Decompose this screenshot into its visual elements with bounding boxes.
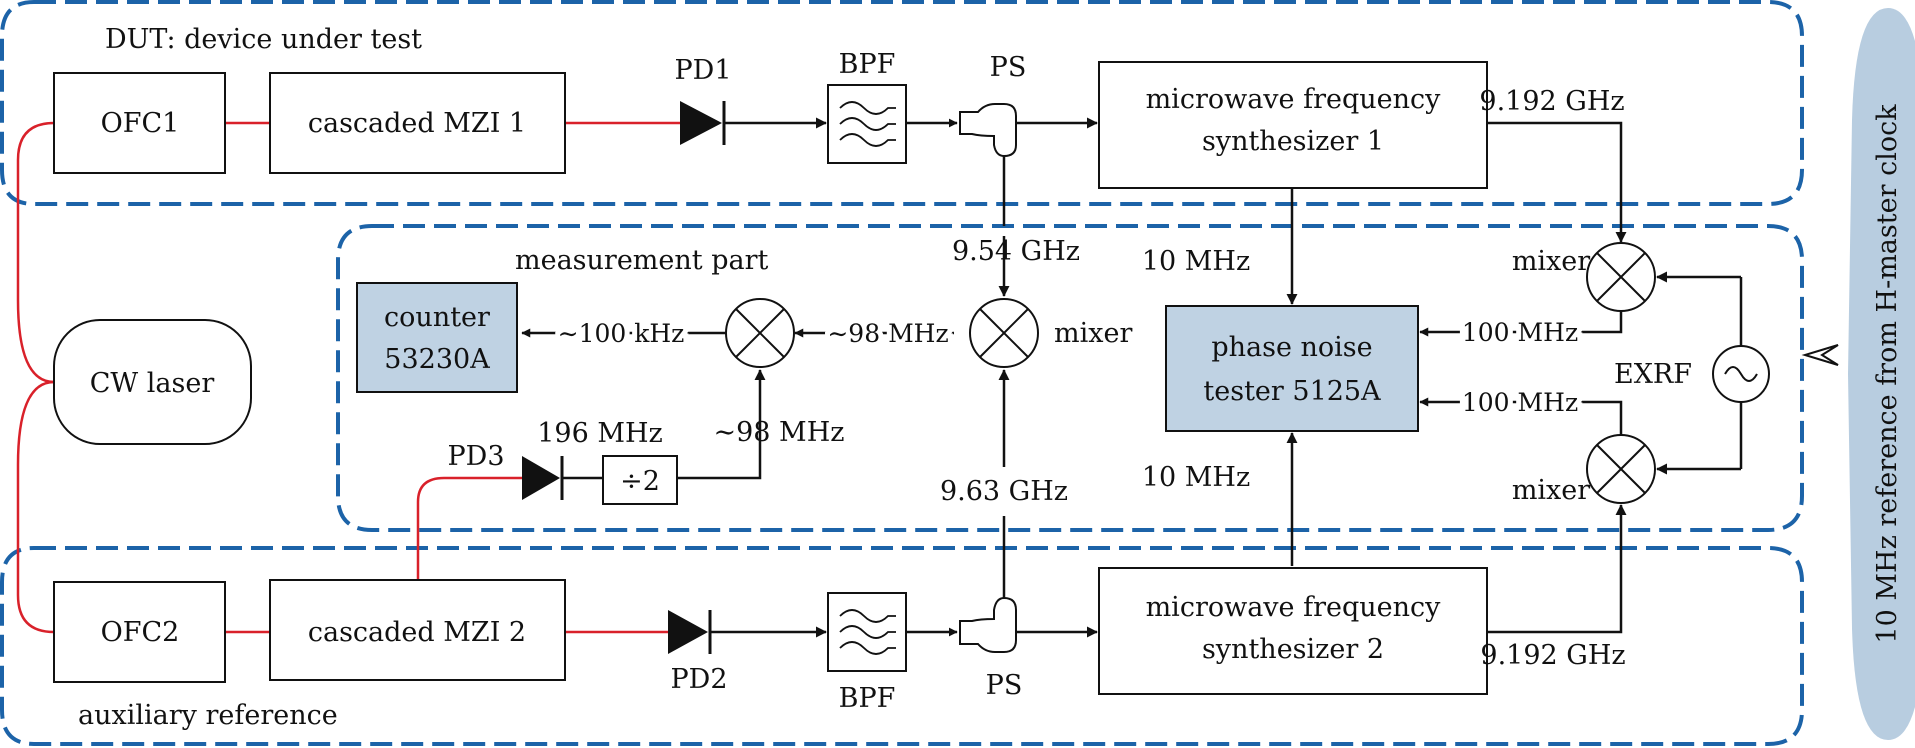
wire-divider-to-mid-mixer [677, 369, 766, 480]
bpf-bottom-label: BPF [839, 683, 896, 714]
ps-top-label: PS [990, 52, 1027, 83]
synth1-line2: synthesizer 1 [1202, 126, 1384, 157]
measurement-group-label: measurement part [515, 245, 768, 276]
cw-laser-block [53, 319, 252, 445]
ref-10mhz-top: 10 MHz [1142, 246, 1250, 277]
divider-label: ÷2 [620, 466, 660, 497]
counter-line2: 53230A [384, 344, 490, 375]
exrf-label: EXRF [1614, 359, 1692, 390]
fiber-laser-ofc2 [16, 380, 55, 634]
freq-100mhz-top-bg: 100 MHz [1462, 318, 1578, 347]
ofc1-block [53, 72, 226, 174]
right-bottom-mixer-label: mixer [1512, 475, 1590, 506]
synth1-block [1098, 61, 1488, 189]
synth1-line1: microwave frequency [1146, 84, 1442, 115]
bpf-top-label: BPF [839, 49, 896, 80]
freq-100mhz-top: 100 MHz [1462, 318, 1578, 347]
reference-side-label: 10 MHz reference from H-master clock [1872, 104, 1903, 644]
ofc2-block [53, 581, 226, 683]
cw-laser-label: CW laser [90, 368, 215, 399]
right-bottom-mixer-icon [1586, 434, 1656, 504]
right-top-mixer-icon [1586, 242, 1656, 312]
freq-98-bg: ∼98 MHz [827, 319, 948, 348]
reference-input-arrow [1801, 344, 1839, 366]
freq-9192-top: 9.192 GHz [1479, 86, 1624, 117]
ofc2-label: OFC2 [101, 617, 180, 648]
bpf-top-filter-icon [827, 84, 907, 164]
freq-98-horizontal: ∼98 MHz [827, 319, 948, 348]
exrf-source-icon [1712, 345, 1770, 403]
pd3-label: PD3 [448, 441, 505, 472]
mzi1-block [269, 72, 566, 174]
mid-mixer-icon [725, 298, 795, 368]
freq-100mhz-bottom: 100 MHz [1462, 388, 1578, 417]
freq-100mhz-bottom-bg: 100 MHz [1462, 388, 1578, 417]
phase-noise-tester-block [1165, 305, 1419, 432]
wire-synth1-mixer-top [1487, 121, 1627, 243]
freq-100khz-bg: ∼100 kHz [558, 319, 685, 348]
divider-block [602, 455, 678, 505]
ps-bottom-splitter [959, 596, 1017, 653]
synth2-line1: microwave frequency [1146, 592, 1442, 623]
synth2-line2: synthesizer 2 [1202, 634, 1384, 665]
pd1-photodiode [680, 101, 726, 145]
wire-synth2-mixer-bottom [1487, 504, 1627, 634]
synth2-block [1098, 567, 1488, 695]
dut-group-border [0, 0, 1804, 206]
auxiliary-group-label: auxiliary reference [78, 700, 338, 731]
freq-100khz: ∼100 kHz [558, 319, 685, 348]
counter-block [356, 282, 518, 393]
bpf-bottom-filter-icon [827, 592, 907, 672]
fiber-mzi2-pd3 [416, 476, 522, 580]
freq-954: 9.54 GHz [952, 236, 1080, 267]
pd2-photodiode [668, 610, 712, 654]
ps-top-splitter [959, 103, 1017, 158]
center-mixer-label: mixer [1054, 318, 1132, 349]
right-top-mixer-label: mixer [1512, 246, 1590, 277]
ps-bottom-label: PS [986, 670, 1023, 701]
pd2-label: PD2 [671, 664, 728, 695]
auxiliary-group-border [0, 546, 1804, 746]
freq-98-vertical: ∼98 MHz [714, 417, 845, 448]
mzi2-block [269, 579, 566, 681]
freq-963: 9.63 GHz [940, 476, 1068, 507]
phase-noise-line1: phase noise [1211, 332, 1372, 363]
center-mixer-icon [969, 298, 1039, 368]
reference-side-band [1848, 8, 1915, 740]
ofc1-label: OFC1 [101, 108, 180, 139]
measurement-group-border [336, 224, 1804, 532]
counter-line1: counter [384, 302, 490, 333]
wire-top-mixer-100mhz [1419, 311, 1623, 337]
wire-bottom-mixer-100mhz [1419, 397, 1623, 435]
mzi2-label: cascaded MZI 2 [308, 617, 526, 648]
pd1-label: PD1 [675, 55, 732, 86]
phase-noise-line2: tester 5125A [1203, 376, 1381, 407]
freq-9192-bottom: 9.192 GHz [1480, 640, 1625, 671]
pd3-photodiode [522, 456, 564, 500]
ref-10mhz-bottom: 10 MHz [1142, 462, 1250, 493]
fiber-laser-ofc1 [16, 121, 55, 384]
dut-group-label: DUT: device under test [105, 24, 422, 55]
freq-196mhz: 196 MHz [537, 418, 663, 449]
mzi1-label: cascaded MZI 1 [308, 108, 526, 139]
